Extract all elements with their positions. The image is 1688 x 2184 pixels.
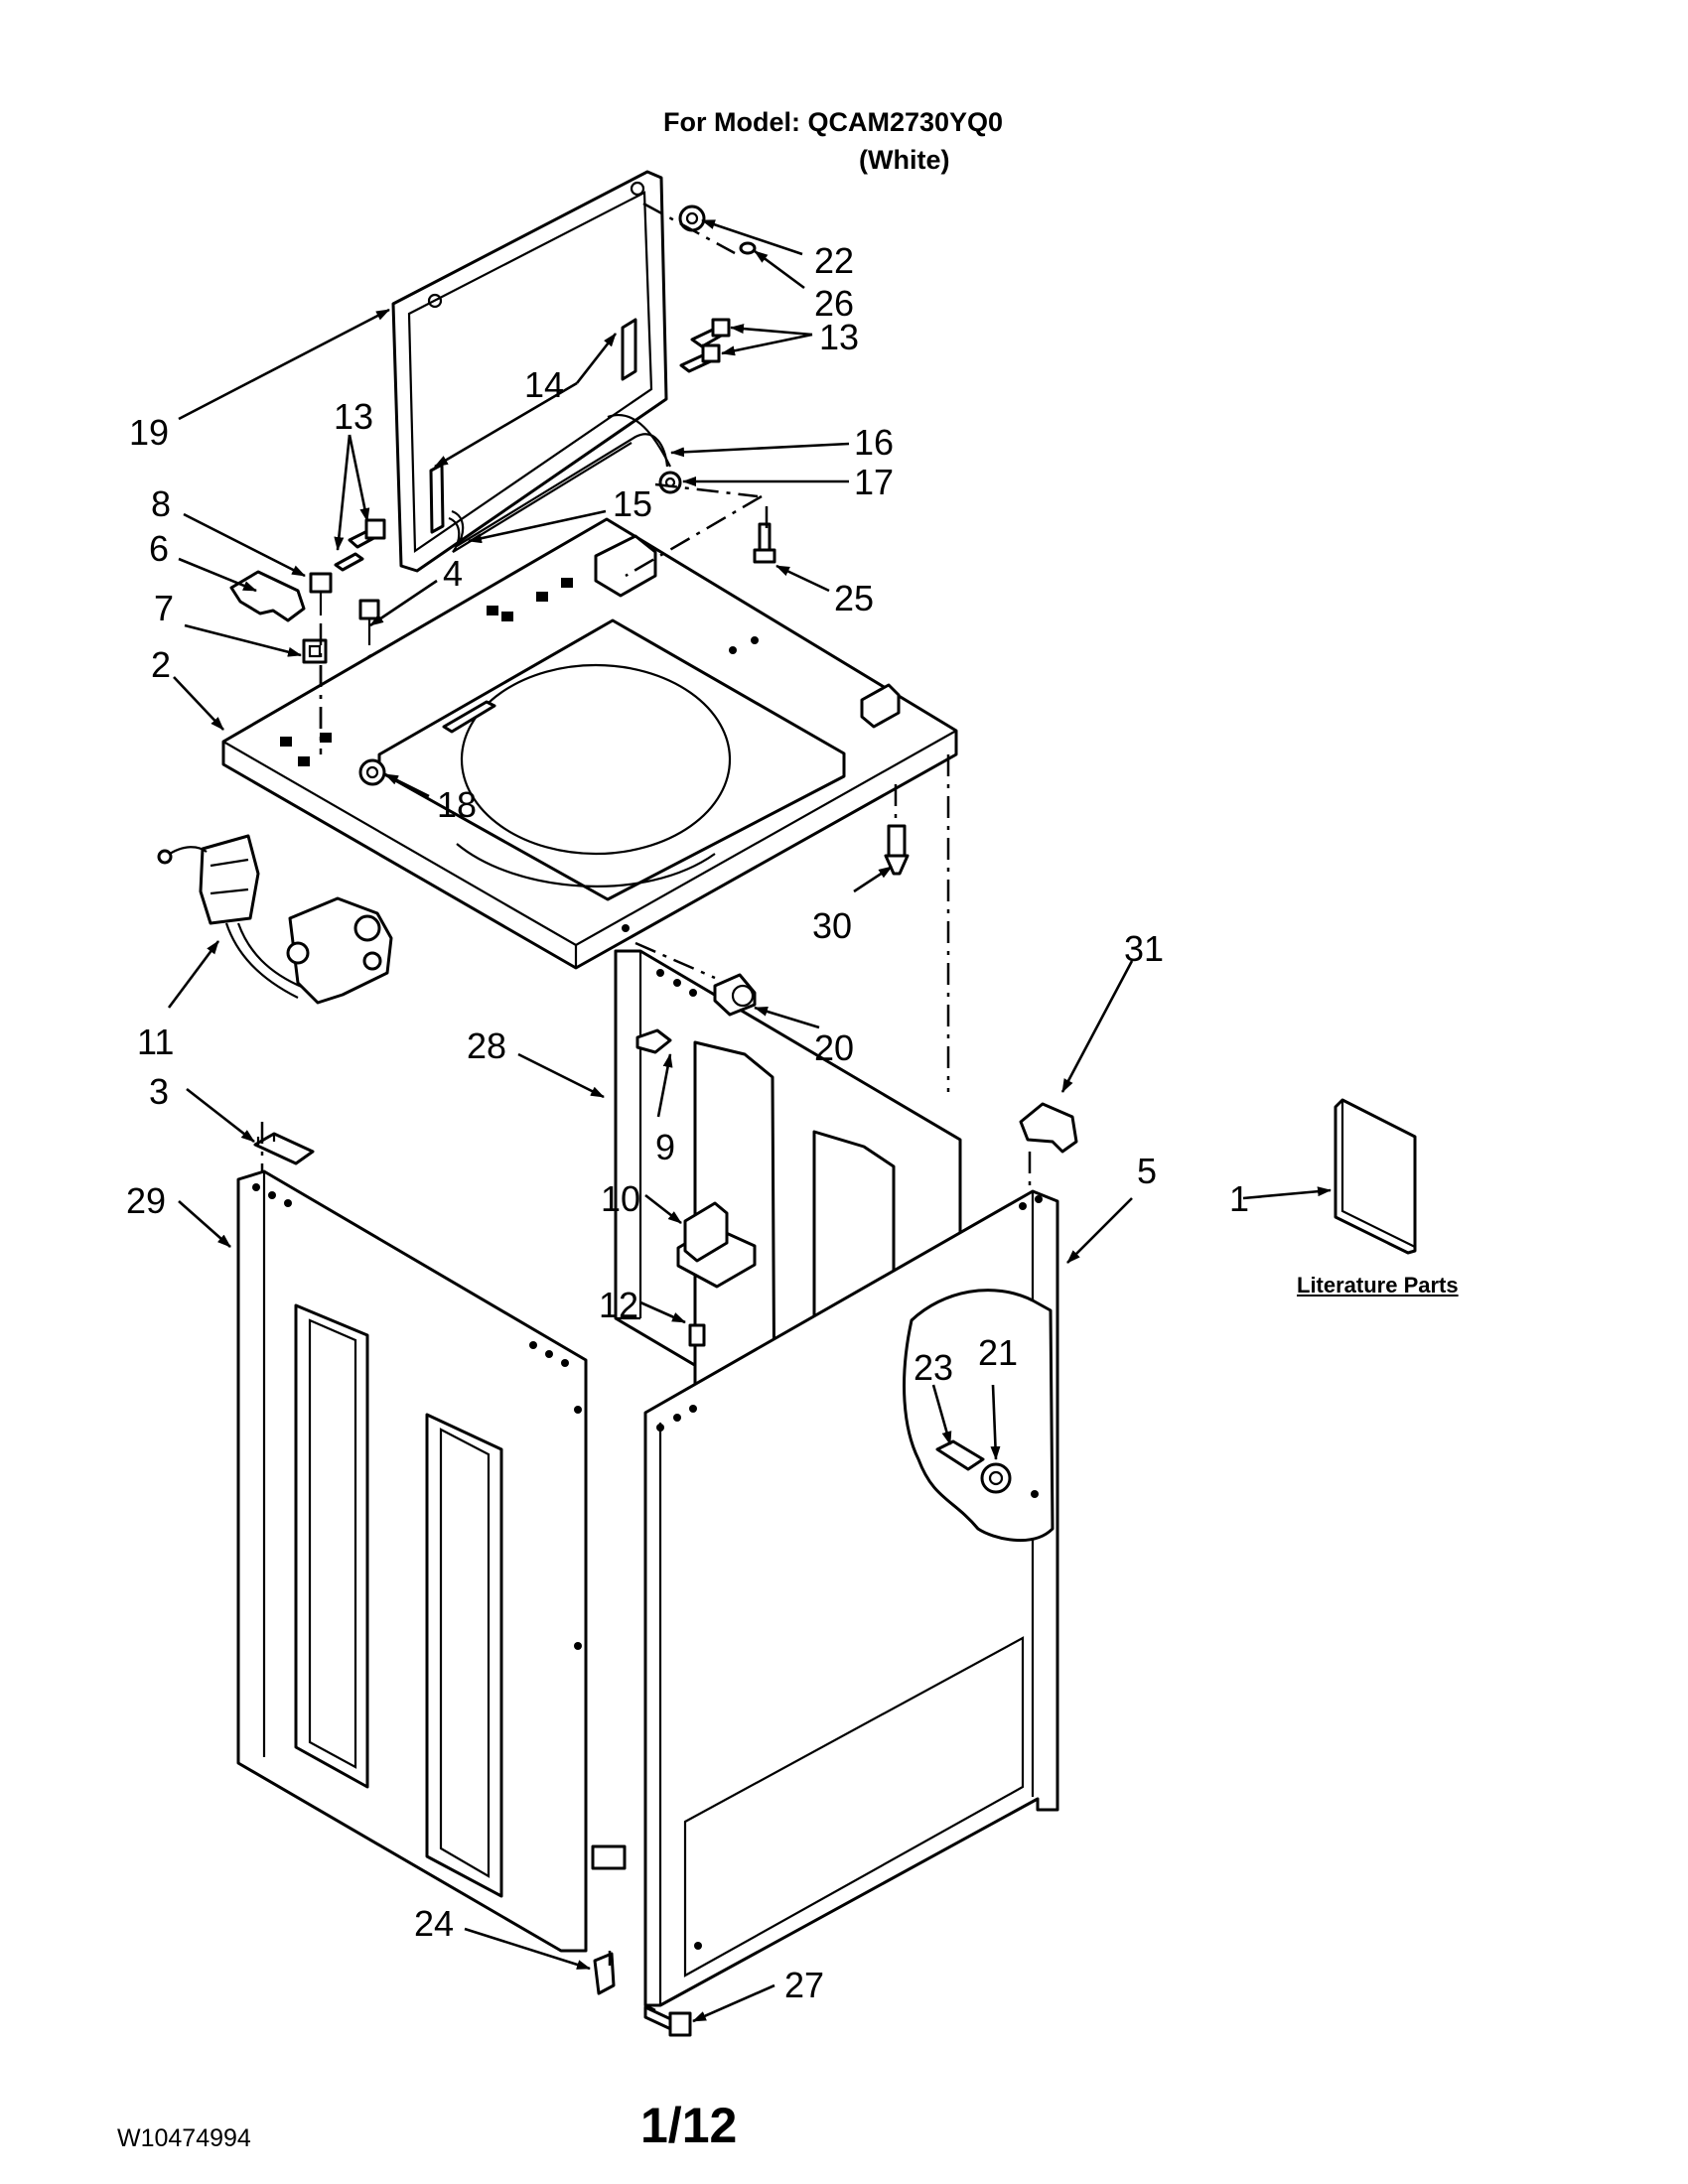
callout-4: 4 (443, 553, 463, 594)
callout-3: 3 (149, 1071, 169, 1112)
screw-12 (688, 1323, 706, 1347)
callout-20: 20 (814, 1027, 854, 1068)
screw-8 (309, 572, 333, 615)
callout-13-right: 13 (819, 317, 859, 357)
callout-29: 29 (126, 1180, 166, 1221)
callout-labels: 22 26 13 16 17 19 13 14 8 6 15 4 7 25 2 … (126, 240, 1249, 2005)
clip-6 (229, 570, 306, 622)
assembly-lines (260, 202, 1032, 2012)
callout-6: 6 (149, 528, 169, 569)
lid-part (391, 170, 668, 573)
callout-27: 27 (784, 1965, 824, 2005)
screw-13-right (679, 318, 731, 373)
callout-2: 2 (151, 644, 171, 685)
part-30 (884, 824, 910, 876)
top-panel-part (221, 517, 958, 970)
callout-11: 11 (137, 1022, 174, 1062)
leader-lines (167, 218, 1332, 2023)
callout-12: 12 (599, 1285, 638, 1325)
callout-14: 14 (524, 364, 564, 405)
callout-16: 16 (854, 422, 894, 463)
callout-1: 1 (1229, 1178, 1249, 1219)
screw-27 (643, 2005, 692, 2037)
nut-7 (302, 638, 328, 664)
nut-17 (658, 471, 682, 494)
literature-booklet (1334, 1098, 1417, 1255)
callout-25: 25 (834, 578, 874, 618)
nut-21 (980, 1462, 1012, 1494)
callout-30: 30 (812, 905, 852, 946)
screw-13-left (334, 518, 386, 572)
callout-19: 19 (129, 412, 169, 453)
callout-28: 28 (467, 1025, 506, 1066)
model-title: For Model: QCAM2730YQ0 (663, 107, 1004, 137)
callout-24: 24 (414, 1903, 454, 1944)
side-panel-part-29 (236, 1169, 627, 1953)
callout-13-left: 13 (334, 396, 373, 437)
bracket-10 (676, 1201, 757, 1289)
callout-18: 18 (437, 784, 477, 825)
callout-31: 31 (1124, 928, 1164, 969)
callout-26: 26 (814, 283, 854, 324)
model-color: (White) (859, 145, 950, 175)
callout-7: 7 (154, 588, 174, 628)
callout-9: 9 (655, 1127, 675, 1167)
nut-9 (635, 1028, 672, 1054)
side-panel-part-5 (643, 1189, 1059, 2007)
callout-15: 15 (613, 483, 652, 524)
callout-17: 17 (854, 462, 894, 502)
callout-22: 22 (814, 240, 854, 281)
screw-25 (753, 522, 776, 564)
literature-parts-label: Literature Parts (1297, 1273, 1459, 1297)
inlet-valve-11 (157, 834, 393, 1005)
document-number: W10474994 (117, 2124, 251, 2152)
clip-31 (1019, 1102, 1078, 1154)
callout-21: 21 (978, 1332, 1018, 1373)
screw-4 (358, 599, 380, 665)
bumper-20 (713, 973, 757, 1017)
callout-8: 8 (151, 483, 171, 524)
pad-3 (253, 1132, 315, 1165)
callout-23: 23 (914, 1347, 953, 1388)
callout-10: 10 (601, 1178, 640, 1219)
page-number: 1/12 (640, 2098, 738, 2153)
callout-5: 5 (1137, 1151, 1157, 1191)
